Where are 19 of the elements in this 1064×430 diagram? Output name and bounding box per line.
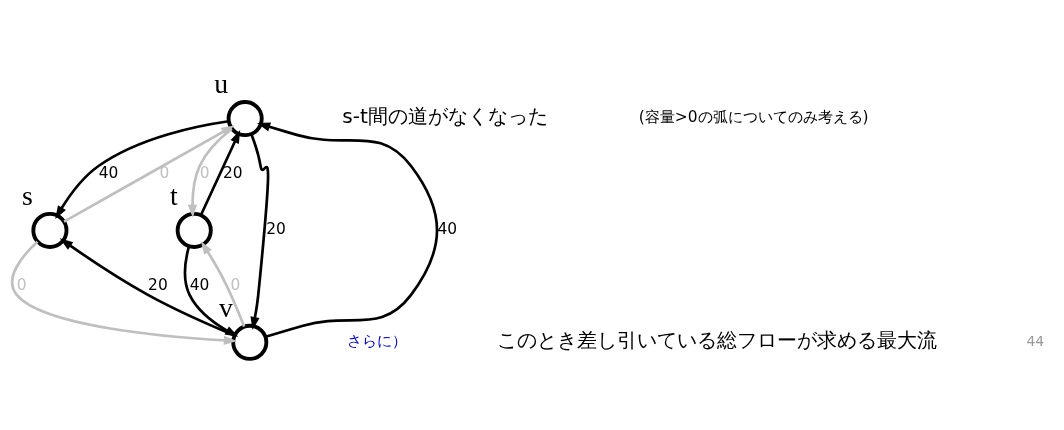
label: (容量>0の弧についてのみ考える) [638, 108, 869, 127]
edge-label: 0 [230, 276, 241, 295]
node-label: v [218, 292, 233, 324]
label: 44 [1026, 332, 1045, 349]
edge-label: 40 [189, 276, 210, 295]
edge-label: 20 [222, 164, 243, 183]
label: さらに） [347, 332, 408, 351]
edge-label: 0 [16, 276, 27, 295]
edge-label: 40 [98, 164, 119, 183]
edge-label: 40 [437, 220, 458, 239]
edge-label: 20 [148, 276, 168, 295]
node-label: t [169, 180, 178, 212]
label: s-t間の道がなくなった [342, 104, 548, 129]
label: このとき差し引いている総フローが求める最大流 [496, 328, 937, 353]
node-label: u [214, 68, 229, 100]
node-label: s [22, 180, 33, 212]
edge-label: 20 [266, 220, 286, 239]
edge-label: 0 [199, 164, 210, 183]
edge-label: 0 [159, 164, 170, 183]
